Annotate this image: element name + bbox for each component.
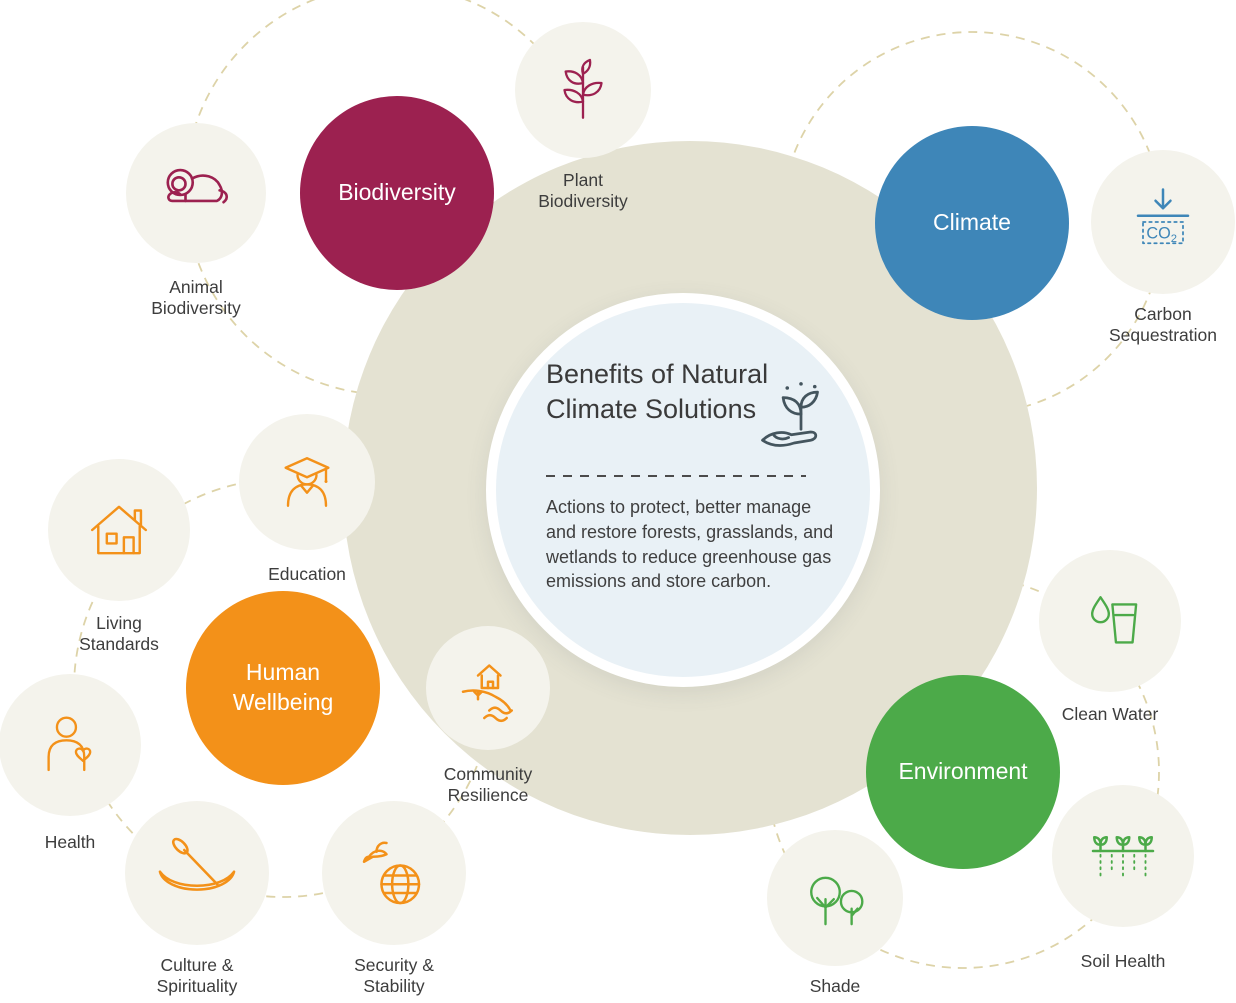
- satellite-community-resilience: Community Resilience: [426, 626, 550, 805]
- satellite-shade: Shade: [767, 830, 903, 996]
- category-climate: Climate: [875, 126, 1069, 320]
- satellite-carbon-sequestration: CO2 Carbon Sequestration: [1091, 150, 1235, 345]
- satellite-plant-biodiversity: Plant Biodiversity: [515, 22, 651, 211]
- satellite-animal-biodiversity: Animal Biodiversity: [126, 123, 266, 318]
- category-environment: Environment: [866, 675, 1060, 869]
- animal-biodiversity-label: Animal Biodiversity: [151, 277, 241, 319]
- center-circle: Benefits of Natural Climate Solutions Ac…: [486, 293, 880, 687]
- center-divider: [546, 475, 806, 477]
- satellite-soil-health: Soil Health: [1052, 785, 1194, 971]
- culture-spirituality-label: Culture & Spirituality: [156, 955, 238, 997]
- water-glass-icon: [1091, 596, 1138, 644]
- shade-circle: [767, 830, 903, 966]
- satellite-education: Education: [239, 414, 375, 584]
- education-circle: [239, 414, 375, 550]
- shade-label: Shade: [809, 976, 861, 996]
- category-environment-label: Environment: [898, 758, 1028, 785]
- carbon-co2-icon: CO2: [1136, 188, 1190, 245]
- clean-water-label: Clean Water: [1061, 704, 1159, 724]
- community-resilience-circle: [426, 626, 550, 750]
- community-house-icon: [461, 664, 513, 723]
- category-biodiversity-label: Biodiversity: [338, 179, 456, 206]
- dove-globe-icon: [362, 841, 421, 905]
- plant-icon: [563, 58, 603, 119]
- plant-biodiversity-circle: [515, 22, 651, 158]
- category-climate-label: Climate: [933, 209, 1011, 236]
- education-label: Education: [268, 564, 346, 584]
- community-resilience-label: Community Resilience: [443, 764, 533, 806]
- svg-text:CO2: CO2: [1146, 224, 1177, 245]
- soil-health-circle: [1052, 785, 1194, 927]
- satellite-security-stability: Security & Stability: [322, 801, 466, 996]
- plant-biodiversity-label: Plant Biodiversity: [538, 170, 628, 212]
- animal-biodiversity-circle: [126, 123, 266, 263]
- living-standards-circle: [48, 459, 190, 601]
- lion-icon: [166, 168, 229, 204]
- health-circle: [0, 674, 141, 816]
- house-icon: [90, 505, 148, 555]
- person-heart-icon: [47, 716, 92, 772]
- satellite-clean-water: Clean Water: [1039, 550, 1181, 724]
- carbon-sequestration-circle: CO2: [1091, 150, 1235, 294]
- center-description: Actions to protect, better manage and re…: [546, 497, 834, 592]
- security-stability-label: Security & Stability: [354, 955, 434, 997]
- category-human-wellbeing-label: Human Wellbeing: [232, 659, 334, 715]
- canoe-icon: [158, 837, 236, 891]
- graduate-icon: [284, 457, 330, 507]
- satellite-culture-spirituality: Culture & Spirituality: [125, 801, 269, 996]
- category-human-wellbeing: Human Wellbeing: [186, 591, 380, 785]
- center-title: Benefits of Natural Climate Solutions: [546, 359, 769, 424]
- soil-sprouts-icon: [1091, 836, 1155, 881]
- soil-health-label: Soil Health: [1080, 951, 1166, 971]
- clean-water-circle: [1039, 550, 1181, 692]
- security-stability-circle: [322, 801, 466, 945]
- living-standards-label: Living Standards: [79, 613, 159, 655]
- carbon-sequestration-label: Carbon Sequestration: [1109, 304, 1217, 346]
- hand-seedling-icon: [746, 377, 834, 465]
- category-biodiversity: Biodiversity: [300, 96, 494, 290]
- satellite-health: Health: [0, 674, 141, 852]
- health-label: Health: [44, 832, 96, 852]
- culture-spirituality-circle: [125, 801, 269, 945]
- satellite-living-standards: Living Standards: [48, 459, 190, 654]
- trees-icon: [810, 876, 864, 926]
